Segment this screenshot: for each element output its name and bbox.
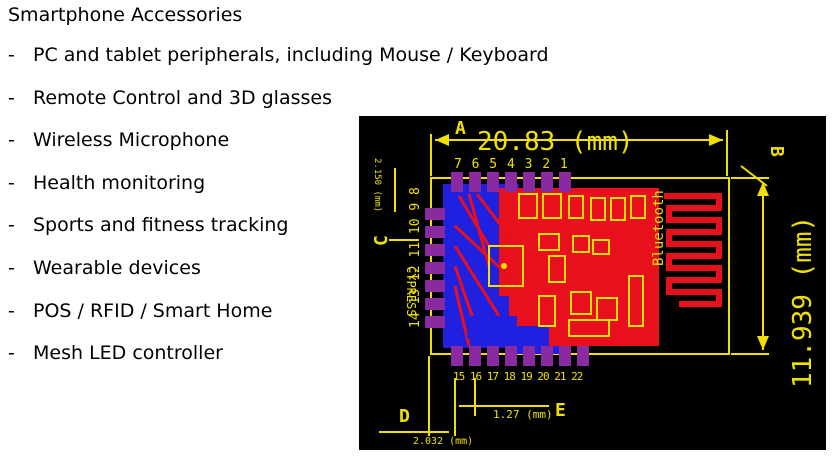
chip-footprint xyxy=(488,245,524,287)
label-b: B xyxy=(766,146,787,157)
slide-heading: Smartphone Accessories xyxy=(8,4,243,26)
list-item-text: Health monitoring xyxy=(33,171,206,194)
label-e: E xyxy=(555,400,566,421)
bottom-copper-patch xyxy=(467,316,517,338)
label-d: D xyxy=(399,406,410,427)
dim-leader xyxy=(740,165,768,187)
module-text: Bluetooth xyxy=(651,190,667,266)
pitch-dimension: 1.27 (mm) xyxy=(493,408,553,421)
list-item: -PC and tablet peripherals, including Mo… xyxy=(8,42,549,85)
list-item-text: PC and tablet peripherals, including Mou… xyxy=(33,44,549,66)
bottom-pin-numbers: 15 16 17 18 19 20 21 22 xyxy=(453,370,583,383)
list-item: -Wireless Microphone xyxy=(8,127,549,170)
left-dimension: 2.150 (mm) xyxy=(372,158,382,212)
list-item-text: Remote Control and 3D glasses xyxy=(33,86,332,109)
bullet-marker: - xyxy=(8,342,15,365)
label-c: C xyxy=(371,235,392,246)
bullet-marker: - xyxy=(8,299,15,322)
list-item: -POS / RFID / Smart Home xyxy=(8,298,549,341)
list-item: -Remote Control and 3D glasses xyxy=(8,85,549,128)
list-item-text: Wearable devices xyxy=(33,256,201,279)
list-item: -Wearable devices xyxy=(8,255,549,298)
label-a: A xyxy=(455,118,466,139)
pcb-drawing: .y { stroke:#f0e000; fill:none; stroke-w… xyxy=(371,118,818,447)
list-item: -Sports and fitness tracking xyxy=(8,212,549,255)
bullet-marker: - xyxy=(8,44,15,66)
component-footprints xyxy=(518,193,646,337)
list-item-text: POS / RFID / Smart Home xyxy=(33,299,273,322)
bullet-marker: - xyxy=(8,256,15,279)
bullet-list: -PC and tablet peripherals, including Mo… xyxy=(8,42,549,383)
bullet-marker: - xyxy=(8,171,15,194)
pcb-module-figure: .y { stroke:#f0e000; fill:none; stroke-w… xyxy=(359,116,826,450)
list-item-text: Wireless Microphone xyxy=(33,129,230,152)
list-item-text: Mesh LED controller xyxy=(33,342,223,365)
bottom-dimension: 2.032 (mm) xyxy=(413,436,473,447)
top-pads xyxy=(451,172,571,192)
bullet-marker: - xyxy=(8,129,15,152)
pcb-traces xyxy=(453,193,511,347)
left-pads xyxy=(425,208,445,328)
list-item-text: Sports and fitness tracking xyxy=(33,214,289,237)
bullet-marker: - xyxy=(8,86,15,109)
bullet-marker: - xyxy=(8,214,15,237)
top-pin-numbers: 7 6 5 4 3 2 1 xyxy=(454,157,569,172)
left-pin-numbers: 14 13 12 11 10 9 8 xyxy=(408,187,423,328)
height-dimension: 11.939 (mm) xyxy=(788,216,818,388)
chip-via xyxy=(501,263,507,269)
list-item: -Mesh LED controller xyxy=(8,340,549,383)
bottom-pads xyxy=(451,346,589,366)
antenna-trace xyxy=(664,193,722,307)
width-dimension: 20.83 (mm) xyxy=(477,127,634,157)
chip-text: CYPRESS xyxy=(404,266,418,317)
list-item: -Health monitoring xyxy=(8,170,549,213)
